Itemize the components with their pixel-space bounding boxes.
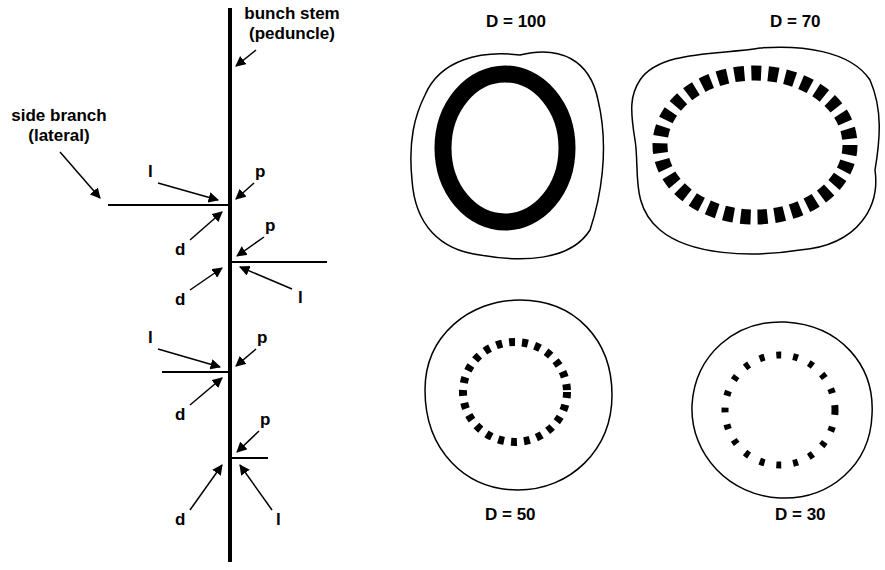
side-branch: [230, 261, 327, 263]
side-branch: [230, 457, 268, 459]
cross-section: [632, 47, 880, 254]
callout-letter: d: [175, 405, 185, 425]
callout-letter: p: [260, 410, 270, 430]
cross-section: [411, 52, 604, 259]
callout-letter: p: [265, 216, 275, 236]
part-label: side branch (lateral): [3, 106, 115, 146]
cross-section: [425, 300, 612, 490]
callout-letter: d: [175, 510, 185, 530]
diameter-label: D = 30: [775, 505, 826, 525]
side-branch: [162, 371, 230, 373]
callout-letter: p: [257, 328, 267, 348]
callout-letter: d: [175, 290, 185, 310]
part-label: bunch stem (peduncle): [237, 4, 347, 44]
callout-letter: d: [175, 240, 185, 260]
callout-letter: l: [148, 328, 153, 348]
cross-section: [692, 322, 872, 498]
side-branch: [108, 204, 230, 206]
diameter-label: D = 50: [485, 505, 536, 525]
bunch-stem: [228, 8, 232, 562]
callout-letter: l: [148, 162, 153, 182]
diameter-label: D = 100: [486, 12, 546, 32]
callout-letter: l: [298, 288, 303, 308]
callout-letter: l: [276, 510, 281, 530]
diameter-label: D = 70: [770, 12, 821, 32]
callout-letter: p: [255, 162, 265, 182]
